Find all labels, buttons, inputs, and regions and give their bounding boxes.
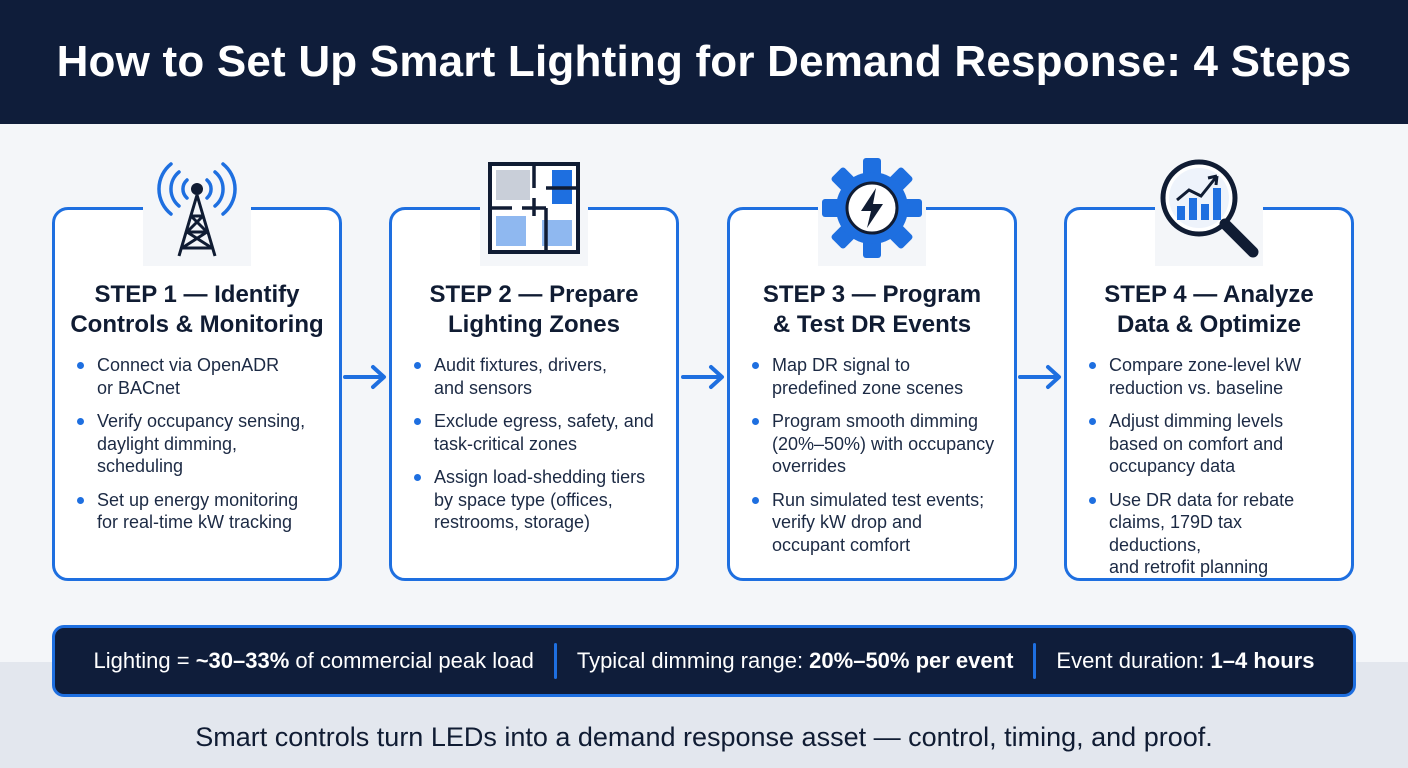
stat-dimming-range: Typical dimming range: 20%–50% per event <box>576 648 1014 673</box>
antenna-tower-icon <box>143 150 251 266</box>
bullet-item: Verify occupancy sensing,daylight dimmin… <box>75 410 327 478</box>
bullet-item: Program smooth dimming(20%–50%) with occ… <box>750 410 1002 478</box>
stat-divider <box>553 643 557 679</box>
stat-event-duration: Event duration: 1–4 hours <box>1056 648 1315 673</box>
magnifier-chart-icon <box>1155 150 1263 266</box>
bullet-item: Audit fixtures, drivers,and sensors <box>412 354 664 399</box>
arrow-right-icon <box>1018 365 1061 389</box>
stat-divider <box>1033 643 1037 679</box>
stats-bar: Lighting = ~30–33% of commercial peak lo… <box>52 625 1356 697</box>
footer-tagline: Smart controls turn LEDs into a demand r… <box>195 722 1213 752</box>
step-card-3: STEP 3 — Program& Test DR Events Map DR … <box>727 207 1017 581</box>
gear-lightning-icon <box>818 150 926 266</box>
page-title: How to Set Up Smart Lighting for Demand … <box>56 37 1352 86</box>
step-bullets: Audit fixtures, drivers,and sensors Excl… <box>412 354 664 545</box>
arrow-right-icon <box>681 365 724 389</box>
header-banner: How to Set Up Smart Lighting for Demand … <box>0 0 1408 124</box>
floor-plan-zones-icon <box>480 150 588 266</box>
arrow-right-icon <box>343 365 386 389</box>
stat-lighting-share: Lighting = ~30–33% of commercial peak lo… <box>93 648 534 673</box>
bullet-item: Run simulated test events;verify kW drop… <box>750 489 1002 557</box>
step-title: STEP 3 — Program& Test DR Events <box>762 281 982 338</box>
